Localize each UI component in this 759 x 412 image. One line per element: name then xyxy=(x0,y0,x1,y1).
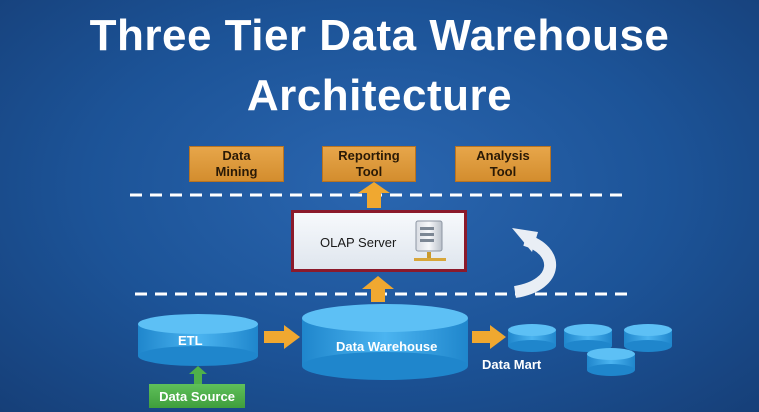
curved-return-arrow xyxy=(512,228,557,298)
reporting-tool-box: Reporting Tool xyxy=(322,146,416,182)
data-mining-box: Data Mining xyxy=(189,146,284,182)
olap-server-label: OLAP Server xyxy=(320,235,397,250)
up-arrow-source-to-etl xyxy=(189,366,207,384)
data-mart-cylinder xyxy=(624,324,672,352)
title-line-2: Architecture xyxy=(246,71,513,120)
data-mart-cylinder xyxy=(508,324,556,352)
title-line-1: Three Tier Data Warehouse xyxy=(89,11,670,60)
up-arrow-warehouse-to-olap xyxy=(362,276,394,302)
etl-cylinder xyxy=(138,314,258,366)
data-mart-label: Data Mart xyxy=(482,357,542,372)
arrow-warehouse-to-datamart xyxy=(472,325,506,349)
data-mart-cylinder xyxy=(587,348,635,376)
data-mart-cylinder xyxy=(564,324,612,352)
up-arrow-olap-to-reporting xyxy=(358,182,390,208)
analysis-tool-box: Analysis Tool xyxy=(455,146,551,182)
data-warehouse-cylinder xyxy=(302,304,468,380)
data-warehouse-label: Data Warehouse xyxy=(336,339,438,354)
server-icon xyxy=(414,220,446,261)
etl-label: ETL xyxy=(178,333,203,348)
data-source-box: Data Source xyxy=(149,384,245,408)
arrow-etl-to-warehouse xyxy=(264,325,300,349)
olap-server-box: OLAP Server xyxy=(291,210,467,272)
